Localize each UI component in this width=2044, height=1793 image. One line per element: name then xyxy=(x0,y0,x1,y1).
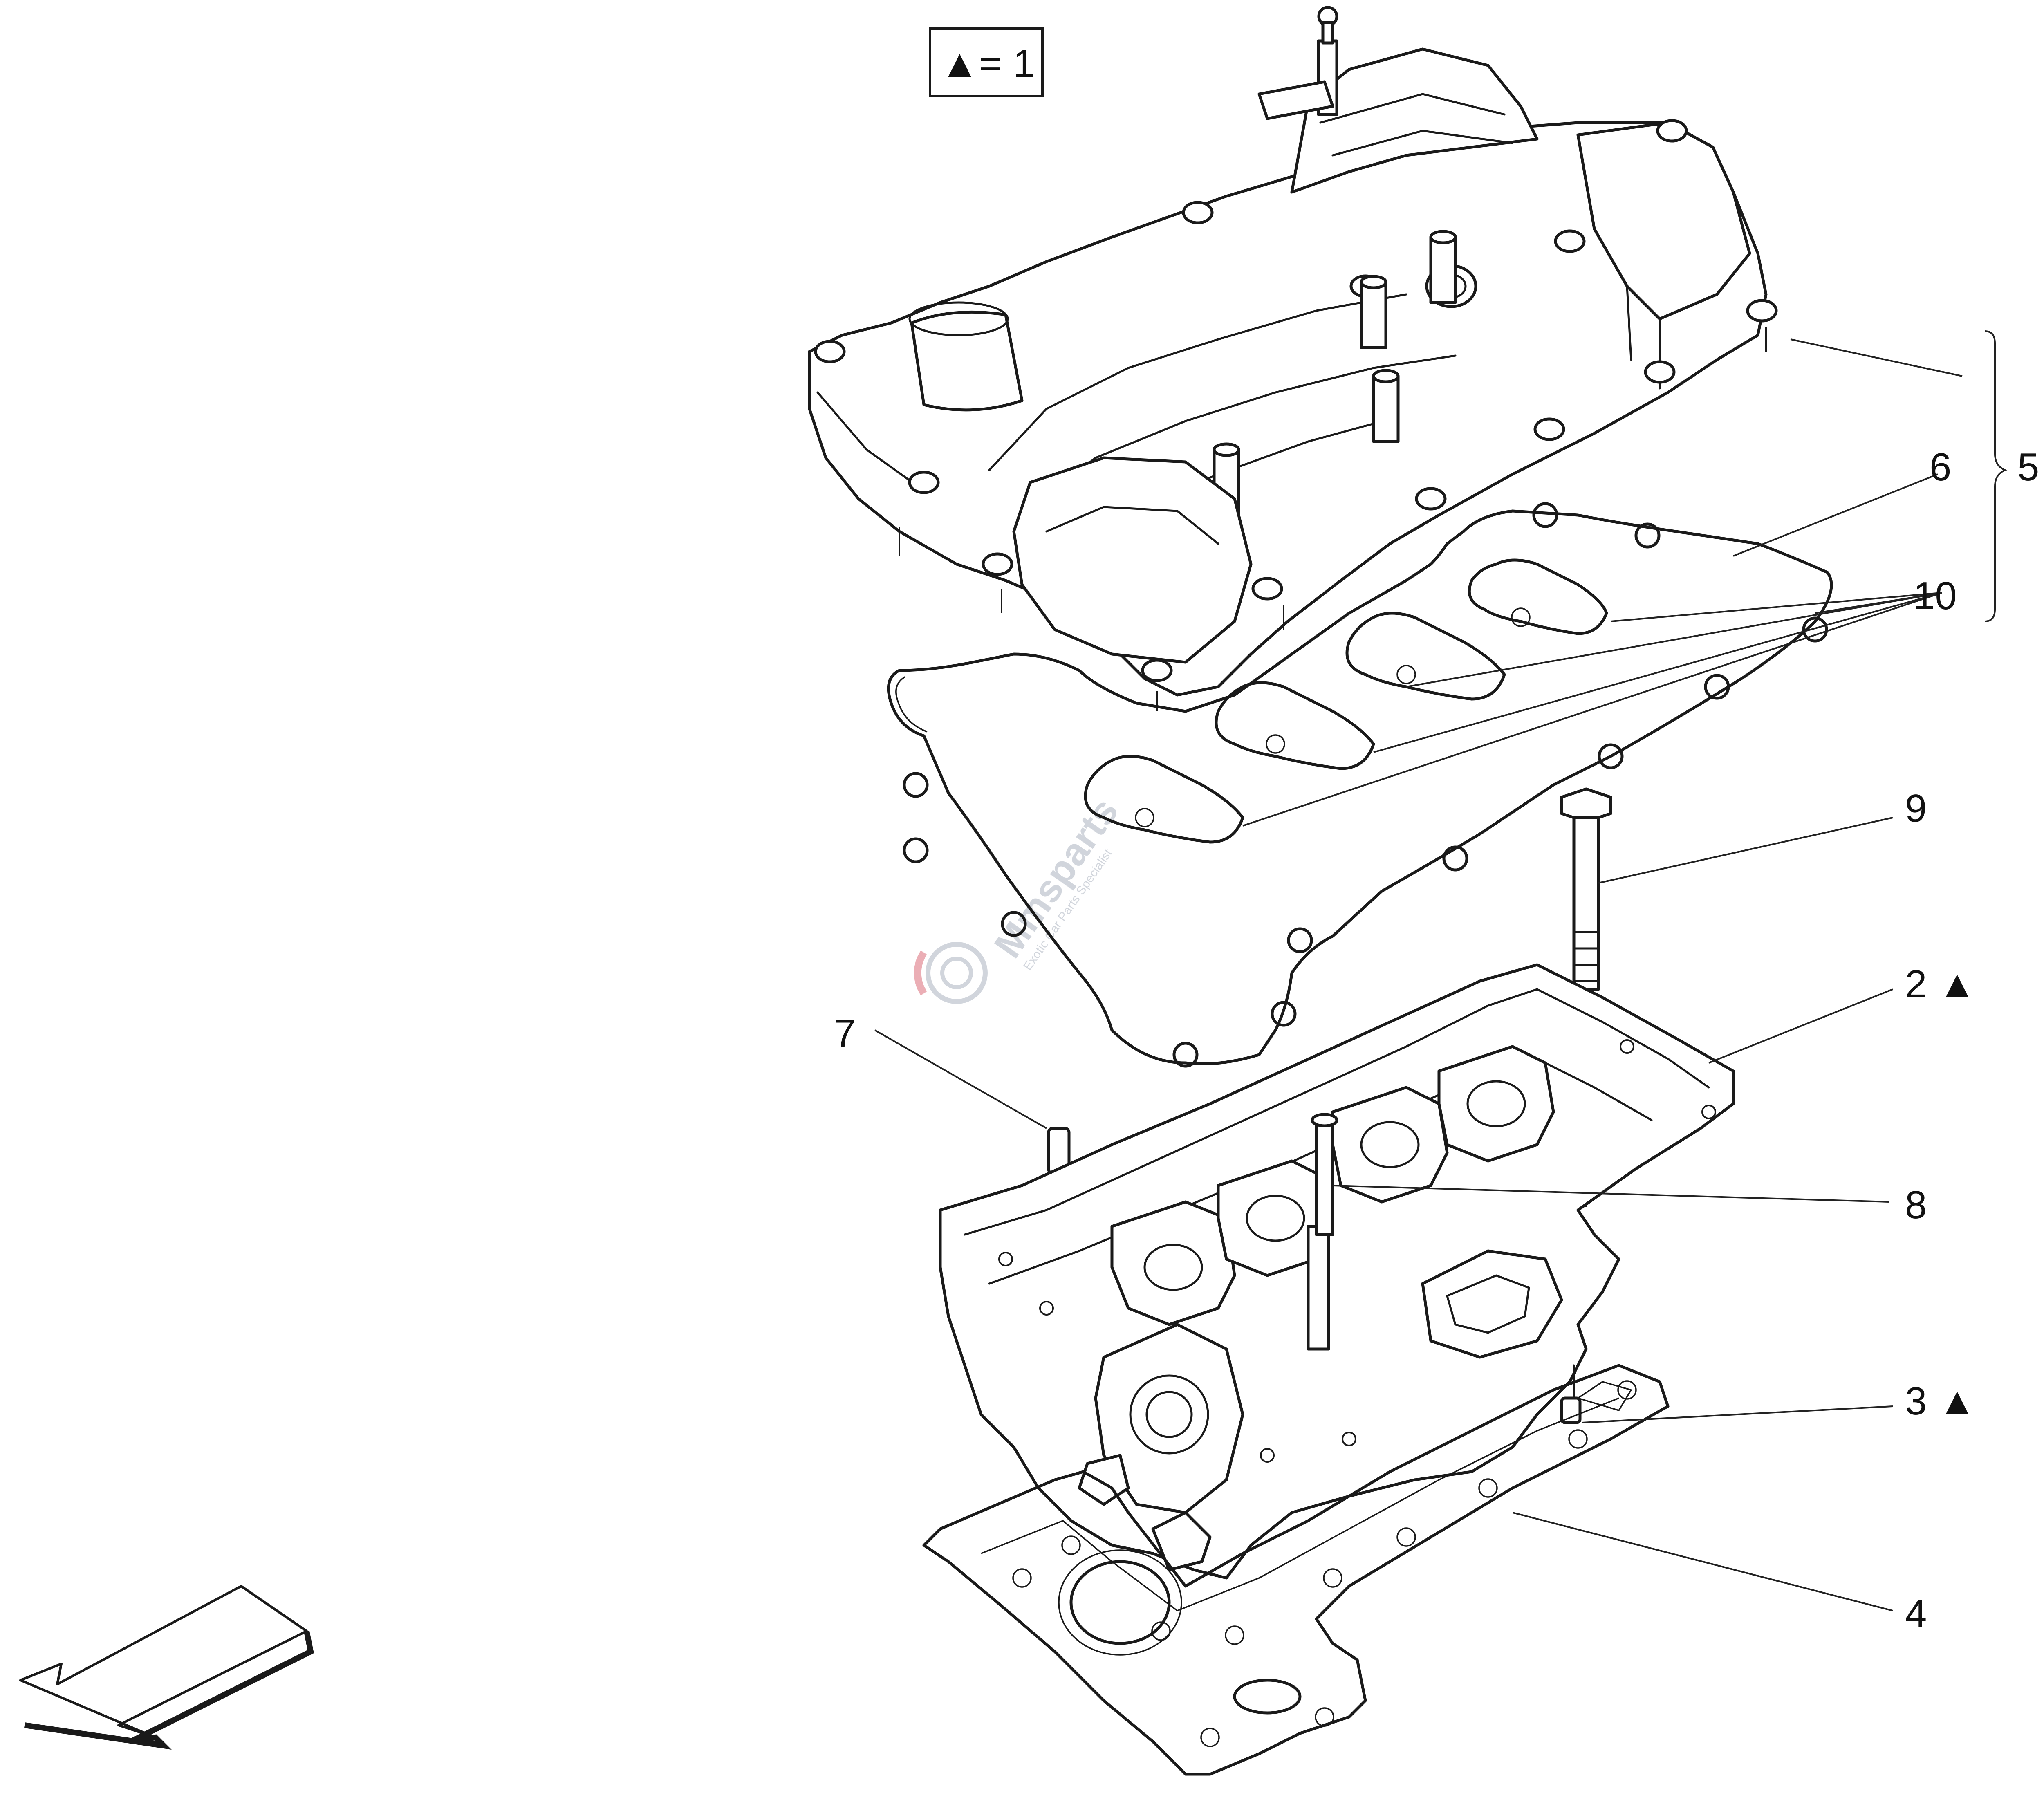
cylinder-head-gasket xyxy=(922,1364,1670,1776)
callout-7: 7 xyxy=(834,1011,856,1055)
callout-3: 3 xyxy=(1905,1379,1927,1423)
callouts: 5 6 10 9 2 ▲ 7 8 3 ▲ 4 xyxy=(834,445,2039,1636)
orientation-arrow-icon xyxy=(19,1585,314,1750)
callout-9: 9 xyxy=(1905,787,1927,830)
leader-lines xyxy=(874,330,2008,1611)
cover-bolt-bosses xyxy=(814,119,1778,682)
callout-8: 8 xyxy=(1905,1183,1927,1227)
callout-10: 10 xyxy=(1913,574,1957,618)
triangle-icon: ▲ xyxy=(1938,962,1977,1006)
watermark: Mmsparts Exotic Car Parts Specialist xyxy=(914,791,1127,1004)
legend-text: = 1 xyxy=(979,42,1035,85)
spark-plug-well-seals xyxy=(1084,558,1608,844)
callout-5: 5 xyxy=(2017,445,2039,489)
cover-gasket xyxy=(887,502,1833,1068)
cylinder-head-cover xyxy=(808,6,1778,711)
callout-2: 2 xyxy=(1905,962,1927,1006)
legend-box: ▲ = 1 xyxy=(929,27,1044,97)
cylinder-head xyxy=(939,963,1735,1580)
watermark-gear-icon xyxy=(914,942,988,1004)
callout-6: 6 xyxy=(1930,445,1951,489)
triangle-icon: ▲ xyxy=(940,42,979,85)
callout-4: 4 xyxy=(1905,1592,1927,1636)
triangle-icon: ▲ xyxy=(1938,1379,1977,1423)
